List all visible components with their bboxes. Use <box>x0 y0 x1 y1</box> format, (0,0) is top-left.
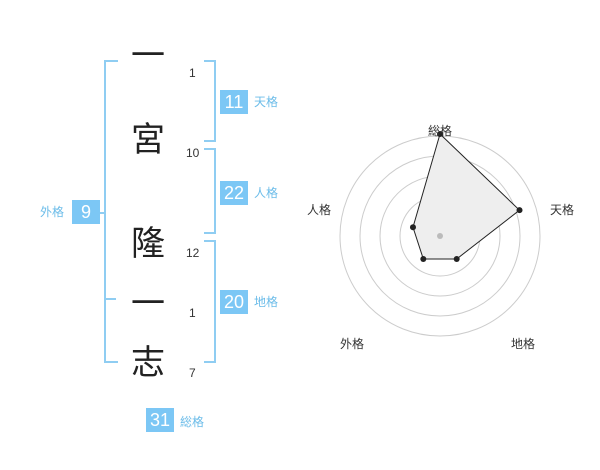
gaikaku-bracket-divider <box>104 298 116 300</box>
radar-point <box>453 255 460 262</box>
soukaku-value: 31 <box>146 408 174 432</box>
name-char: 隆 <box>131 224 165 264</box>
name-char: 一 <box>131 36 165 76</box>
radar-axis-label: 地格 <box>511 337 536 351</box>
chikaku-value: 20 <box>220 290 248 314</box>
gaikaku-bracket <box>104 60 118 363</box>
jinkaku-value: 22 <box>220 181 248 205</box>
chikaku-bracket <box>204 240 216 363</box>
radar-axis-label: 人格 <box>307 203 332 217</box>
radar-axis-label: 外格 <box>340 337 365 351</box>
name-char: 志 <box>131 343 165 383</box>
gaikaku-label: 外格 <box>40 205 65 219</box>
stroke-count: 1 <box>189 306 196 320</box>
radar-point <box>437 131 443 137</box>
tenkaku-bracket <box>204 60 216 142</box>
radar-points <box>409 131 523 262</box>
jinkaku-label: 人格 <box>254 186 279 200</box>
radar-axis-label: 天格 <box>550 203 575 217</box>
radar-center-dot <box>437 233 443 239</box>
stroke-count: 12 <box>186 246 200 260</box>
name-char: 一 <box>131 284 165 324</box>
stroke-count: 1 <box>189 66 196 80</box>
jinkaku-bracket <box>204 148 216 234</box>
radar-point <box>409 224 416 231</box>
gaikaku-value: 9 <box>72 200 100 224</box>
radar-chart <box>339 131 541 337</box>
radar-point <box>516 207 523 214</box>
tenkaku-label: 天格 <box>254 95 279 109</box>
chikaku-label: 地格 <box>254 295 279 309</box>
stroke-count: 7 <box>189 366 196 380</box>
radar-value-polygon <box>412 133 521 260</box>
radar-axis-label: 総格 <box>428 124 453 138</box>
soukaku-label: 総格 <box>180 415 205 429</box>
stroke-count: 10 <box>186 146 200 160</box>
tenkaku-value: 11 <box>220 90 248 114</box>
radar-point <box>420 255 427 262</box>
name-char: 宮 <box>131 120 165 160</box>
